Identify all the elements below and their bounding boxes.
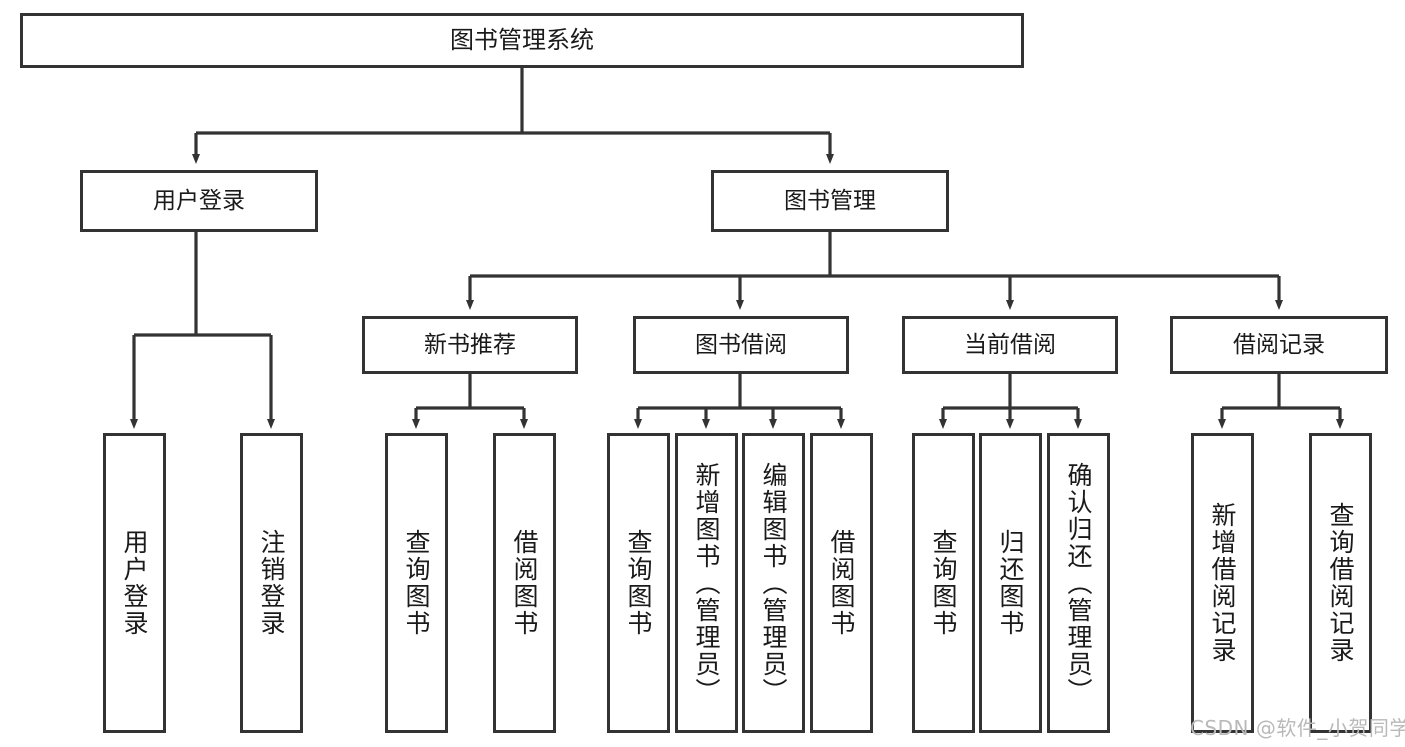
node-label: 图书管理系统 [450, 25, 594, 54]
node-label: 查询图书 [402, 529, 431, 637]
node-leaf-edit-book-admin[interactable]: 编辑图书（管理员） [742, 433, 805, 733]
node-label: 借阅图书 [827, 529, 856, 637]
node-label: 注销登录 [257, 529, 286, 637]
node-leaf-add-book-admin[interactable]: 新增图书（管理员） [675, 433, 738, 733]
node-leaf-confirm-return-admin[interactable]: 确认归还（管理员） [1047, 433, 1110, 733]
node-leaf-query-borrow-record[interactable]: 查询借阅记录 [1309, 433, 1372, 733]
node-leaf-query-book-current[interactable]: 查询图书 [912, 433, 975, 733]
node-label: 确认归还（管理员） [1064, 461, 1093, 705]
node-label: 用户登录 [153, 187, 245, 214]
node-leaf-borrow-book-recommendation[interactable]: 借阅图书 [493, 433, 556, 733]
node-leaf-borrow-book-borrowing[interactable]: 借阅图书 [810, 433, 873, 733]
node-label: 图书管理 [784, 187, 876, 214]
node-leaf-query-book-borrowing[interactable]: 查询图书 [607, 433, 670, 733]
node-book-borrowing[interactable]: 图书借阅 [633, 316, 849, 374]
node-book-management[interactable]: 图书管理 [711, 170, 949, 232]
node-borrowing-records[interactable]: 借阅记录 [1170, 316, 1388, 374]
node-label: 归还图书 [996, 529, 1025, 637]
node-label: 用户登录 [120, 529, 149, 637]
node-label: 新增借阅记录 [1208, 502, 1237, 664]
node-label: 新增图书（管理员） [692, 461, 721, 705]
node-label: 图书借阅 [695, 331, 787, 358]
node-label: 借阅记录 [1233, 331, 1325, 358]
node-user-login[interactable]: 用户登录 [80, 170, 318, 232]
node-new-book-recommendation[interactable]: 新书推荐 [362, 316, 578, 374]
csdn-watermark: CSDN @软件_小贺同学 [1190, 716, 1405, 740]
node-label: 查询图书 [624, 529, 653, 637]
node-label: 借阅图书 [510, 529, 539, 637]
node-current-borrowing[interactable]: 当前借阅 [902, 316, 1118, 374]
node-label: 当前借阅 [964, 331, 1056, 358]
node-leaf-return-book[interactable]: 归还图书 [979, 433, 1042, 733]
node-label: 查询借阅记录 [1326, 502, 1355, 664]
node-leaf-user-login[interactable]: 用户登录 [103, 433, 166, 733]
node-label: 新书推荐 [424, 331, 516, 358]
node-leaf-logout[interactable]: 注销登录 [240, 433, 303, 733]
node-root-book-management-system[interactable]: 图书管理系统 [20, 13, 1024, 68]
node-leaf-add-borrow-record[interactable]: 新增借阅记录 [1191, 433, 1254, 733]
node-label: 编辑图书（管理员） [759, 461, 788, 705]
node-leaf-query-book-recommendation[interactable]: 查询图书 [385, 433, 448, 733]
node-label: 查询图书 [929, 529, 958, 637]
